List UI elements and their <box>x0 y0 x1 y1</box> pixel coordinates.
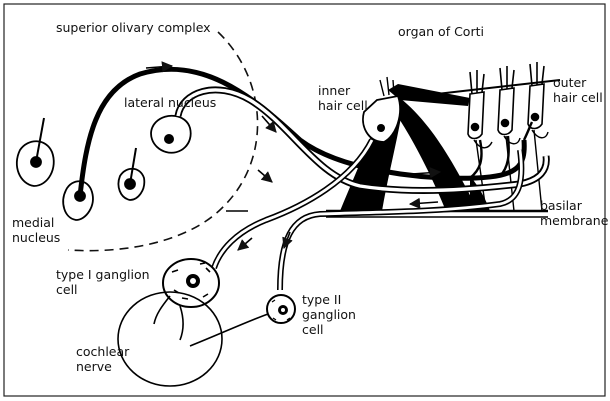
outer-hair-cell-label-line2: hair cell <box>553 90 603 105</box>
cochlear-nerve-label: cochlear nerve <box>76 344 129 374</box>
outer-hair-cell-label: outer hair cell <box>553 75 603 105</box>
type-ii-ganglion-cell-label: type II ganglion cell <box>302 292 356 337</box>
type-i-ganglion-cell-label-line1: type I ganglion <box>56 267 150 282</box>
cochlear-nerve-label-line2: nerve <box>76 359 129 374</box>
medial-nucleus-cells <box>17 118 144 220</box>
superior-olivary-complex-label: superior olivary complex <box>56 20 211 35</box>
type-ii-ganglion-cell-label-line2: ganglion <box>302 307 356 322</box>
inner-hair-cell-label: inner hair cell <box>318 83 368 113</box>
inner-hair-cell-label-line1: inner <box>318 83 368 98</box>
medial-efferent-axon <box>80 69 524 196</box>
type-i-ganglion-cell-label: type I ganglion cell <box>56 267 150 297</box>
type-i-ganglion-cell <box>154 259 219 340</box>
type-i-ganglion-cell-label-line2: cell <box>56 282 150 297</box>
basilar-membrane-label: basilar membrane <box>540 198 608 228</box>
basilar-membrane-label-line1: basilar <box>540 198 608 213</box>
medial-nucleus-label-line1: medial <box>12 215 60 230</box>
lateral-nucleus-label: lateral nucleus <box>124 95 216 110</box>
medial-nucleus-label-line2: nucleus <box>12 230 60 245</box>
organ-of-corti-label: organ of Corti <box>398 24 484 39</box>
type-ii-afferent-fiber <box>280 150 521 290</box>
basilar-membrane-label-line2: membrane <box>540 213 608 228</box>
medial-nucleus-label: medial nucleus <box>12 215 60 245</box>
type-ii-ganglion-cell-label-line3: cell <box>302 322 356 337</box>
type-ii-ganglion-cell-label-line1: type II <box>302 292 356 307</box>
cochlear-nerve-label-line1: cochlear <box>76 344 129 359</box>
lateral-nucleus-cell <box>151 116 191 153</box>
outer-hair-cell-label-line1: outer <box>553 75 603 90</box>
inner-hair-cell-label-line2: hair cell <box>318 98 368 113</box>
outer-hair-cells <box>468 62 544 139</box>
